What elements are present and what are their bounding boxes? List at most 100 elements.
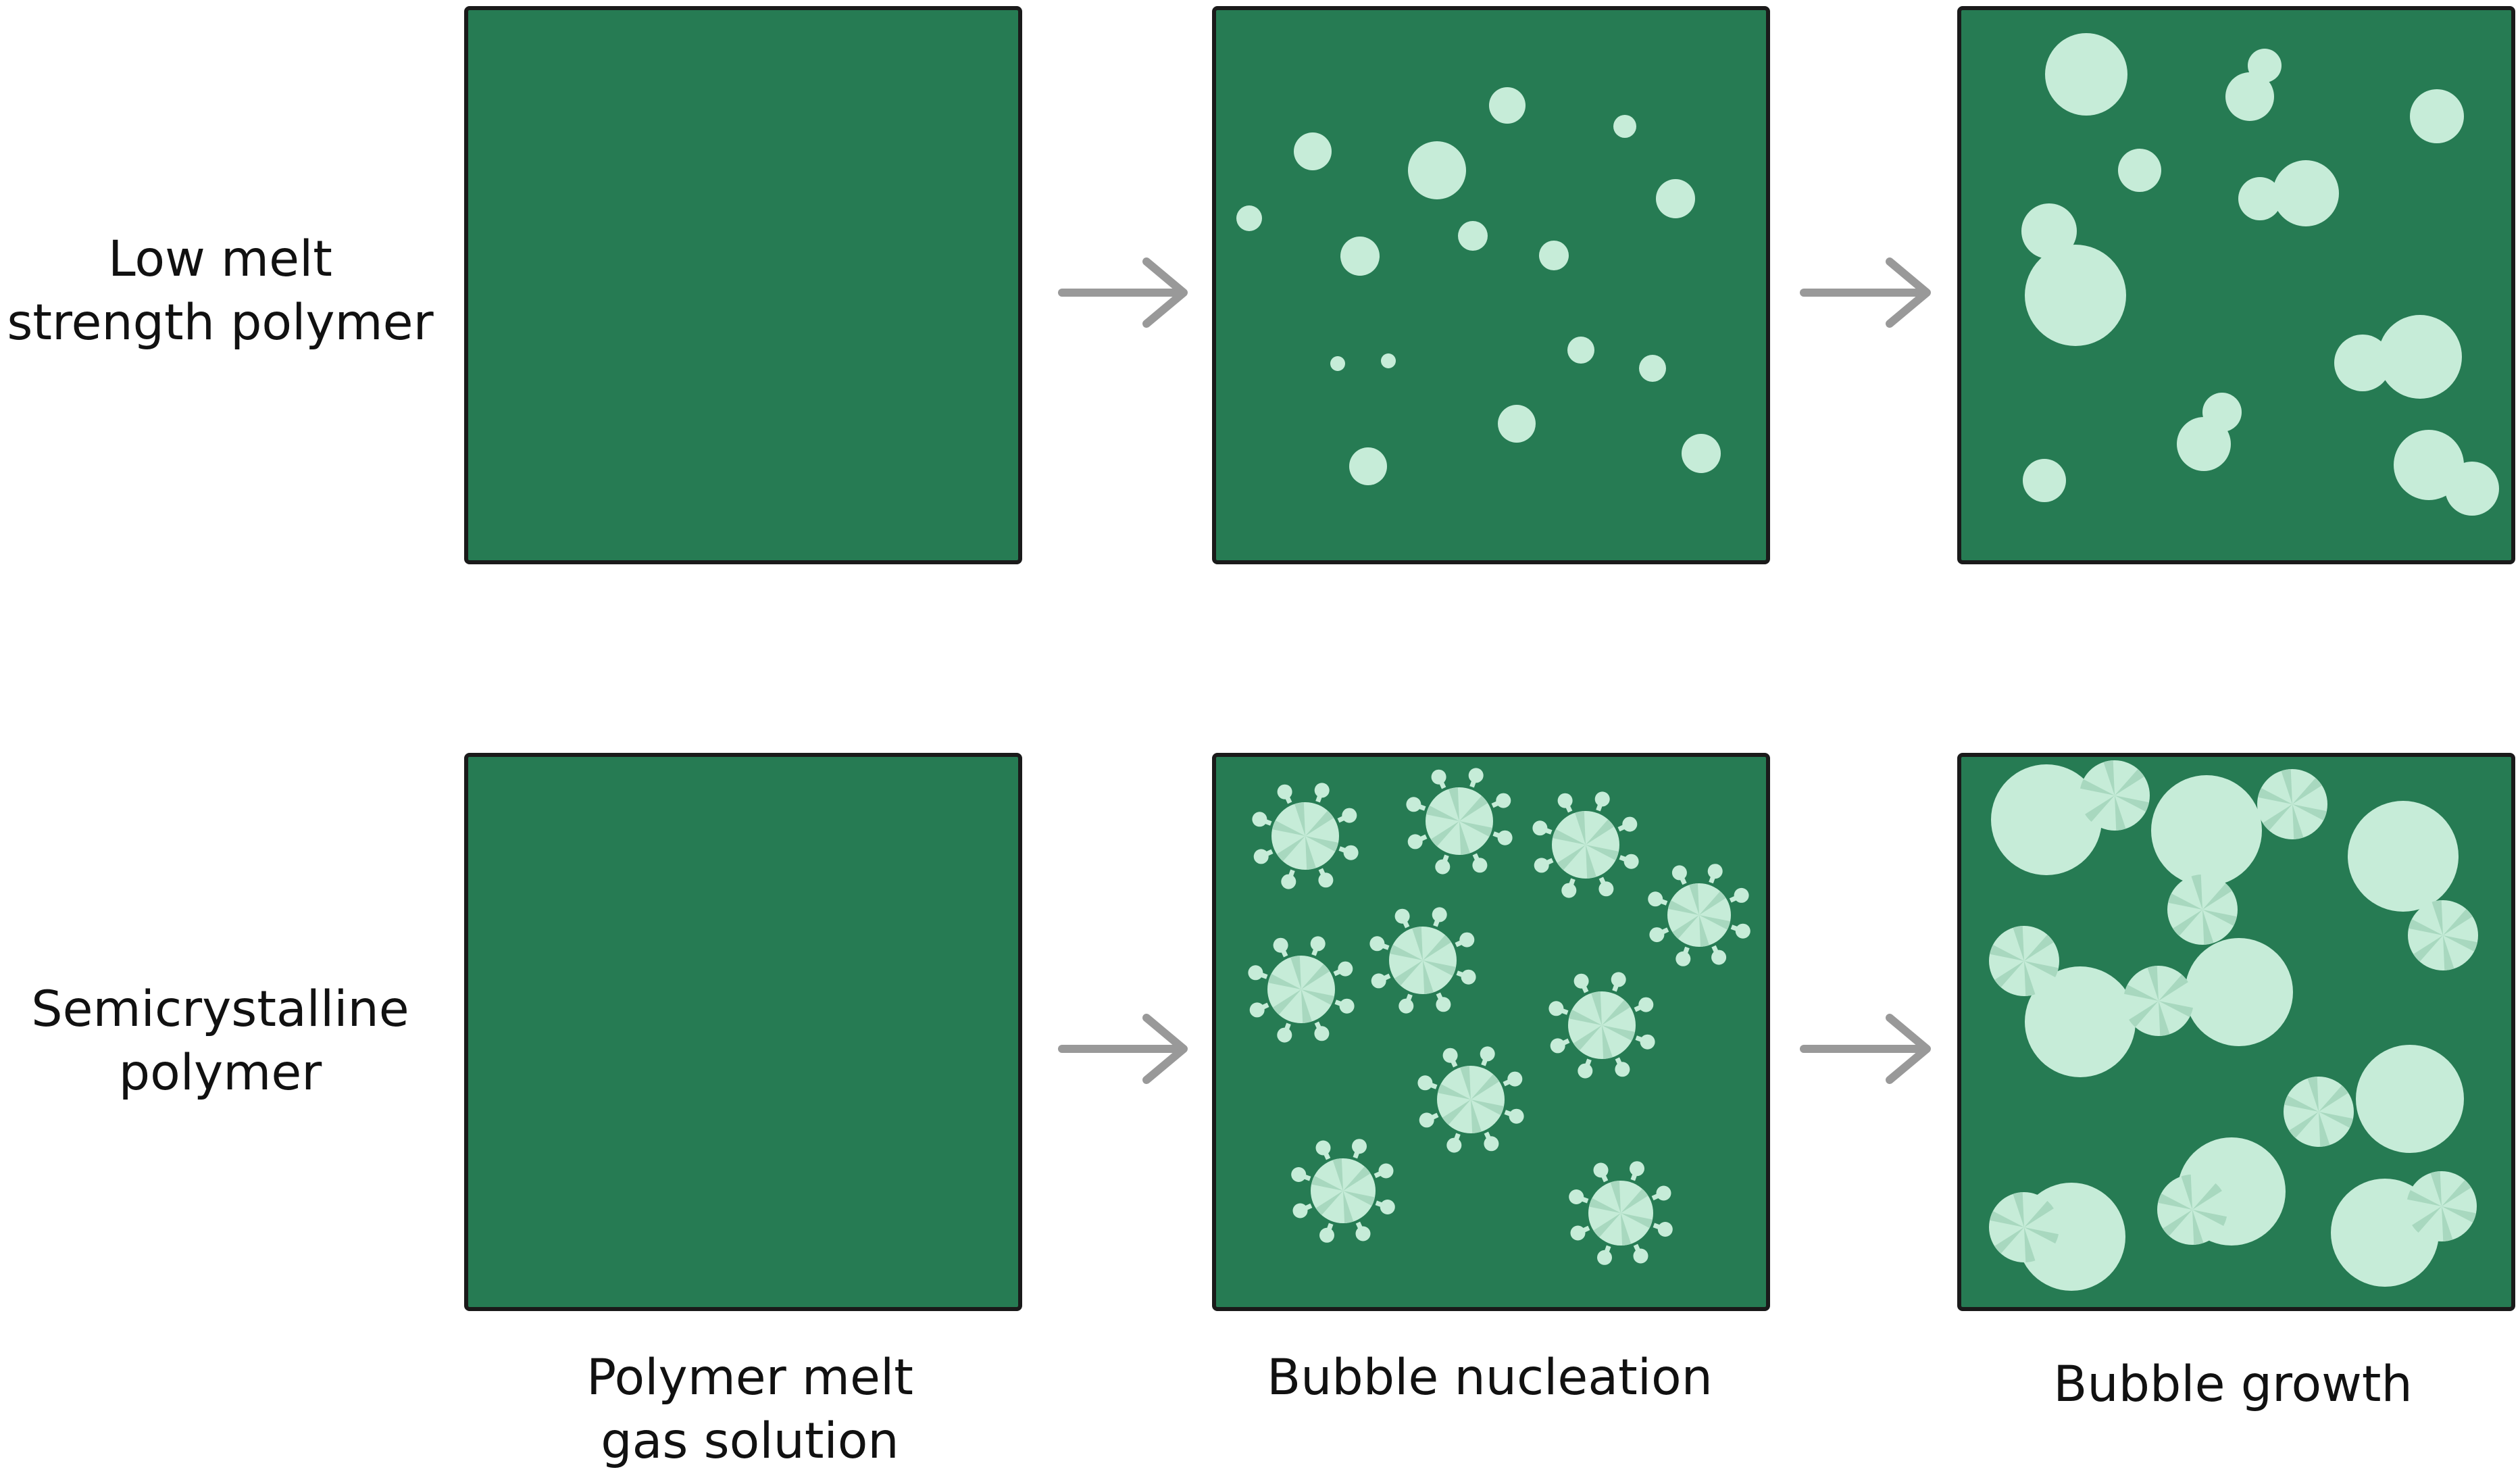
spherulite-stud bbox=[1431, 769, 1446, 785]
bubble-icon bbox=[2177, 417, 2231, 471]
column-label-bubble-growth: Bubble growth bbox=[1956, 1353, 2510, 1417]
spherulite-stud bbox=[1253, 849, 1269, 864]
spherulite-segment bbox=[1459, 821, 1492, 837]
spherulite-segment bbox=[1423, 960, 1434, 994]
spherulite-stud bbox=[1248, 965, 1263, 981]
arrow-right-icon bbox=[1800, 257, 1931, 328]
spherulite-segment bbox=[1305, 836, 1316, 870]
spherulite-segment bbox=[1305, 836, 1338, 852]
spherulite-segment bbox=[1672, 915, 1699, 939]
arrow-head bbox=[1142, 257, 1188, 328]
bubble-icon bbox=[1539, 241, 1569, 270]
spherulite-stud bbox=[1509, 1108, 1524, 1124]
spherulite-segment bbox=[1460, 1066, 1471, 1100]
spherulite-segment bbox=[1990, 1211, 2024, 1227]
spherulite-segment bbox=[1301, 989, 1334, 1006]
spherulite-segment bbox=[2319, 1112, 2330, 1147]
spherulite-segment bbox=[2024, 1227, 2059, 1243]
spherulite-segment bbox=[1332, 1158, 1343, 1191]
spherulite-stud bbox=[1622, 816, 1638, 832]
spherulite-stud bbox=[1281, 874, 1296, 889]
spherulite-segment bbox=[2192, 1210, 2227, 1226]
spherulite-stud bbox=[1569, 1189, 1584, 1204]
spherulite-stud bbox=[1310, 936, 1326, 952]
spherulite-stud bbox=[1394, 908, 1410, 924]
spherulite-segment bbox=[1990, 945, 2024, 961]
bubble-icon bbox=[1340, 237, 1380, 276]
spherulite-segment bbox=[2159, 1001, 2170, 1036]
spherulite-segment bbox=[2013, 1192, 2024, 1227]
spherulite-bubble-icon bbox=[1548, 972, 1655, 1079]
spherulite-stud bbox=[1380, 1200, 1395, 1214]
bubble-icon bbox=[2045, 33, 2127, 116]
spherulite-stud bbox=[1352, 1139, 1367, 1154]
bubble-icon bbox=[2334, 335, 2391, 391]
spherulite-stud bbox=[1638, 997, 1654, 1012]
spherulite-segment bbox=[1699, 915, 1731, 930]
spherulite-stud bbox=[1630, 1161, 1644, 1177]
spherulite-bubble-icon bbox=[2257, 769, 2327, 839]
spherulite-stud bbox=[1417, 1075, 1433, 1091]
spherulite-bubble-icon bbox=[1648, 864, 1750, 966]
spherulite-segment bbox=[1621, 1189, 1648, 1213]
spherulite-segment bbox=[1602, 1025, 1613, 1059]
spherulite-bubble-icon bbox=[1417, 1046, 1524, 1153]
bubble-icon bbox=[1458, 221, 1488, 251]
spherulite-bubble-icon bbox=[2157, 1175, 2227, 1245]
spherulite-segment bbox=[1621, 1213, 1653, 1229]
spherulite-segment bbox=[1301, 964, 1330, 989]
spherulite-segment bbox=[2442, 1206, 2453, 1241]
spherulite-segment bbox=[1557, 845, 1586, 870]
spherulite-segment bbox=[1569, 1009, 1602, 1025]
column-label-bubble-nucleation: Bubble nucleation bbox=[1213, 1346, 1767, 1410]
spherulite-stud bbox=[1314, 1026, 1330, 1041]
spherulite-segment bbox=[2319, 1112, 2353, 1128]
spherulite-segment bbox=[2409, 919, 2443, 935]
spherulite-stud bbox=[1570, 1225, 1586, 1241]
spherulite-segment bbox=[2024, 961, 2059, 977]
spherulite-stud bbox=[1735, 923, 1750, 939]
bubble-icon bbox=[2273, 160, 2339, 226]
spherulite-stud bbox=[1594, 791, 1610, 807]
spherulite-stud bbox=[1671, 865, 1687, 881]
spherulite-stud bbox=[1318, 872, 1334, 888]
spherulite-segment bbox=[1471, 1074, 1500, 1100]
spherulite-segment bbox=[1390, 944, 1423, 960]
spherulite-segment bbox=[1343, 1166, 1371, 1191]
bubble-icon bbox=[1567, 337, 1594, 364]
spherulite-segment bbox=[2263, 804, 2292, 831]
column-label-line: Bubble nucleation bbox=[1267, 1349, 1713, 1406]
spherulite-segment bbox=[1423, 960, 1456, 977]
spherulite-segment bbox=[1315, 1191, 1343, 1215]
spherulite-stud bbox=[1319, 1227, 1334, 1243]
spherulite-stud bbox=[1734, 887, 1749, 903]
bubble-icon bbox=[1349, 447, 1387, 485]
spherulite-stud bbox=[1597, 1250, 1612, 1265]
bubble-icon bbox=[2021, 203, 2077, 259]
bubble-icon bbox=[2445, 462, 2499, 516]
spherulite-bubble-icon bbox=[1252, 783, 1359, 889]
spherulite-segment bbox=[2258, 788, 2292, 804]
row-label-line: Semicrystalline bbox=[31, 981, 409, 1038]
spherulite-segment bbox=[2129, 1001, 2159, 1027]
spherulite-segment bbox=[1471, 1100, 1504, 1116]
arrow-head bbox=[1886, 257, 1931, 328]
spherulite-segment bbox=[1305, 810, 1334, 836]
spherulite-stud bbox=[1432, 907, 1447, 922]
spherulite-segment bbox=[1459, 821, 1470, 855]
spherulite-segment bbox=[2024, 1227, 2036, 1262]
bubble-icon bbox=[2023, 459, 2066, 502]
spherulite-segment bbox=[2292, 778, 2322, 804]
spherulite-segment bbox=[2307, 1077, 2319, 1112]
spherulite-stud bbox=[1249, 1002, 1265, 1018]
spherulite-segment bbox=[2284, 1095, 2319, 1112]
spherulite-segment bbox=[2443, 909, 2473, 935]
spherulite-stud bbox=[1615, 1062, 1630, 1077]
spherulite-segment bbox=[1591, 991, 1602, 1025]
bubble-icon bbox=[1489, 87, 1526, 124]
bubble-icon bbox=[1294, 132, 1332, 170]
column-label-line: Bubble growth bbox=[2053, 1356, 2413, 1413]
spherulite-segment bbox=[2173, 910, 2202, 936]
spherulite-segment bbox=[1586, 845, 1619, 861]
spherulite-segment bbox=[2289, 1112, 2319, 1138]
